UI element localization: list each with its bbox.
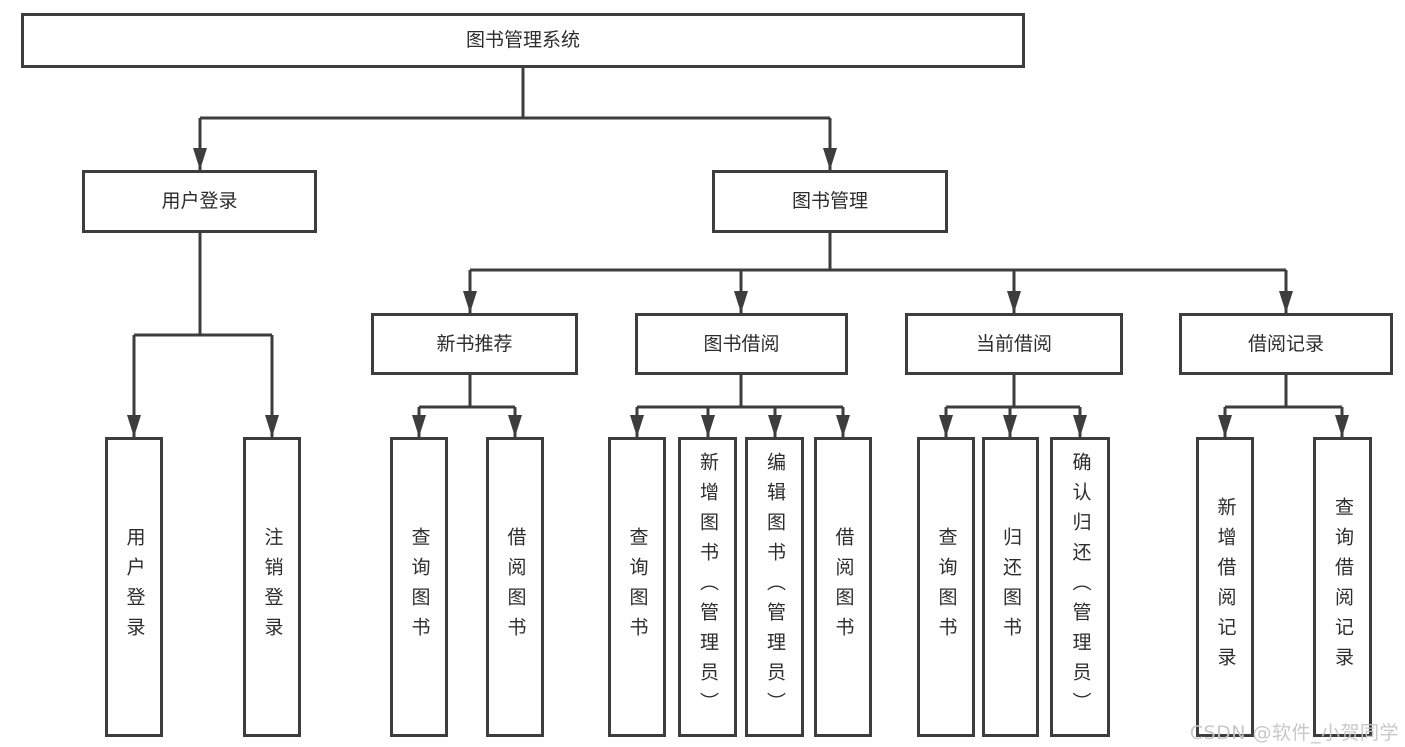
leaf-confirm-return-admin-label: 确认归还（管理员）	[1069, 452, 1092, 722]
node-book-management: 图书管理	[712, 170, 948, 233]
node-current-borrow: 当前借阅	[905, 313, 1123, 375]
leaf-borrow-books-label: 借阅图书	[832, 527, 855, 647]
node-user-login-label: 用户登录	[161, 190, 238, 212]
leaf-borrow-books: 借阅图书	[814, 437, 872, 737]
leaf-return-books: 归还图书	[982, 437, 1039, 737]
node-book-management-label: 图书管理	[791, 190, 868, 212]
leaf-user-login: 用户登录	[105, 437, 163, 737]
node-current-borrow-label: 当前借阅	[975, 332, 1052, 355]
node-book-borrow-label: 图书借阅	[703, 332, 780, 355]
node-new-book-recommend: 新书推荐	[371, 313, 578, 375]
leaf-query-books-recommend-label: 查询图书	[408, 527, 431, 647]
node-new-book-recommend-label: 新书推荐	[436, 332, 513, 355]
leaf-query-borrow-record-label: 查询借阅记录	[1332, 497, 1354, 677]
node-borrow-records-label: 借阅记录	[1247, 332, 1324, 355]
leaf-borrow-books-recommend-label: 借阅图书	[504, 527, 527, 647]
leaf-confirm-return-admin: 确认归还（管理员）	[1050, 437, 1110, 737]
leaf-query-books-borrow: 查询图书	[608, 437, 666, 737]
leaf-borrow-books-recommend: 借阅图书	[486, 437, 544, 737]
node-borrow-records: 借阅记录	[1179, 313, 1393, 375]
leaf-logout-label: 注销登录	[261, 527, 284, 647]
leaf-query-books-current-label: 查询图书	[935, 527, 958, 647]
watermark: CSDN @软件_小贺同学	[1189, 722, 1399, 744]
node-root-label: 图书管理系统	[465, 29, 580, 51]
leaf-return-books-label: 归还图书	[1000, 527, 1022, 647]
leaf-add-borrow-record: 新增借阅记录	[1196, 437, 1254, 737]
node-book-borrow: 图书借阅	[635, 313, 848, 375]
leaf-edit-books-admin-label: 编辑图书（管理员）	[764, 452, 786, 722]
leaf-add-borrow-record-label: 新增借阅记录	[1214, 497, 1237, 677]
leaf-add-books-admin: 新增图书（管理员）	[678, 437, 737, 737]
leaf-logout: 注销登录	[243, 437, 301, 737]
leaf-user-login-label: 用户登录	[123, 527, 146, 647]
node-user-login: 用户登录	[82, 170, 317, 233]
leaf-edit-books-admin: 编辑图书（管理员）	[745, 437, 804, 737]
leaf-query-books-recommend: 查询图书	[390, 437, 448, 737]
leaf-add-books-admin-label: 新增图书（管理员）	[697, 452, 719, 722]
leaf-query-borrow-record: 查询借阅记录	[1313, 437, 1372, 737]
leaf-query-books-borrow-label: 查询图书	[626, 527, 649, 647]
node-root: 图书管理系统	[21, 13, 1025, 68]
leaf-query-books-current: 查询图书	[917, 437, 975, 737]
